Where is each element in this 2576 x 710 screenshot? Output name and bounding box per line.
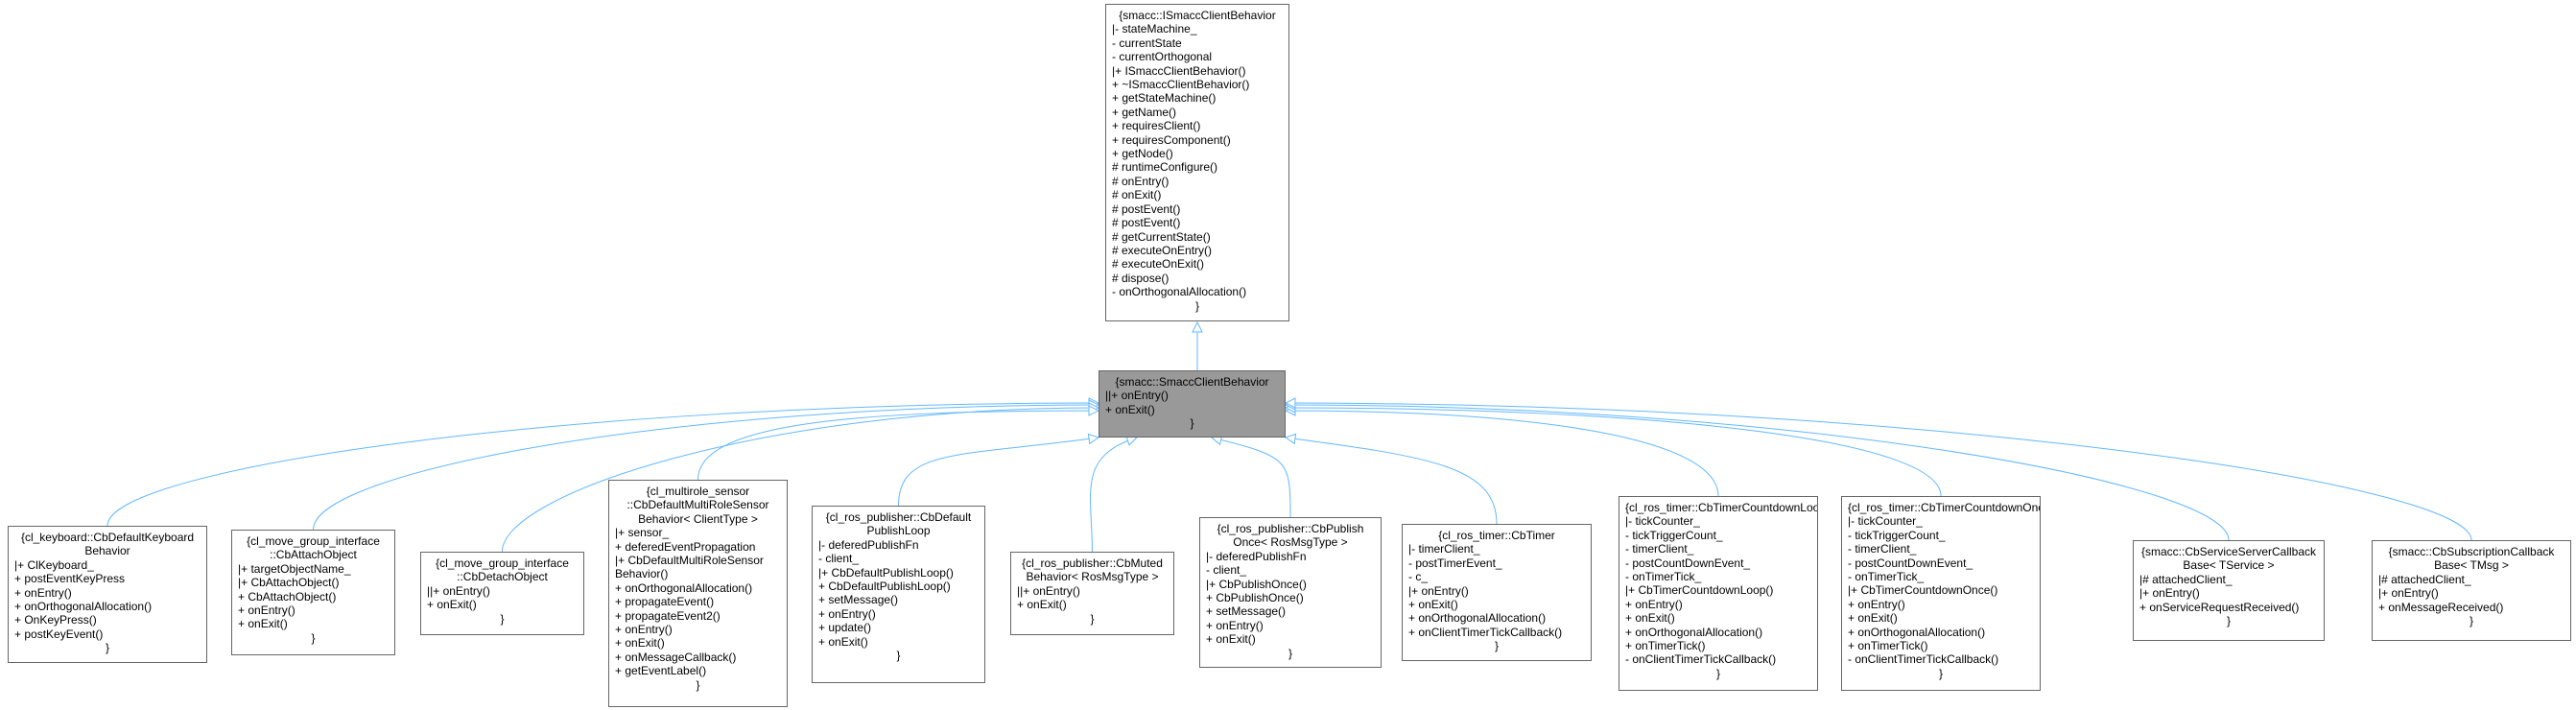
class-close-brace: } (696, 677, 700, 692)
class-name: {smacc::CbServiceServerCallback Base< TS… (2140, 545, 2317, 573)
class-attributes: |# attachedClient_ (2139, 572, 2233, 586)
class-close-brace: } (2226, 614, 2231, 628)
class-close-brace: } (311, 630, 316, 645)
class-attributes: |- timerClient_ - postTimerEvent_ - c_ (1408, 542, 1502, 584)
class-methods: |+ CbDefaultMultiRoleSensor Behavior() +… (615, 554, 764, 678)
derived-class-node: {smacc::CbSubscriptionCallback Base< TMs… (2372, 540, 2571, 641)
class-close-brace: } (1194, 298, 1199, 313)
class-name: {cl_ros_publisher::CbDefault PublishLoop (825, 510, 972, 538)
derived-class-node: {cl_ros_publisher::CbMuted Behavior< Ros… (1010, 552, 1174, 635)
class-name: {cl_move_group_interface ::CbDetachObjec… (436, 556, 569, 584)
inheritance-edge (313, 405, 1099, 531)
class-methods: |+ onEntry() + onExit() + onOrthogonalAl… (1408, 583, 1563, 639)
class-name: {cl_ros_timer::CbTimerCountdownOnce (1848, 501, 2041, 514)
class-methods: ||+ onEntry() + onExit() (1017, 583, 1080, 612)
class-methods: |+ onEntry() + onMessageReceived() (2378, 586, 2504, 614)
class-close-brace: } (105, 641, 109, 655)
class-name: {smacc::SmaccClientBehavior (1115, 375, 1269, 389)
class-name: {smacc::ISmaccClientBehavior (1119, 9, 1276, 22)
class-name: {cl_ros_publisher::CbPublish Once< RosMs… (1217, 522, 1364, 550)
class-name: {cl_move_group_interface ::CbAttachObjec… (247, 534, 380, 562)
derived-class-node: {cl_ros_publisher::CbDefault PublishLoop… (812, 506, 985, 683)
class-close-brace: } (1190, 416, 1194, 431)
class-close-brace: } (1090, 611, 1095, 626)
inheritance-edge (1286, 408, 1942, 497)
derived-class-node: {cl_move_group_interface ::CbAttachObjec… (231, 530, 395, 655)
class-attributes: |+ ClKeyboard_ (14, 557, 94, 572)
class-attributes: |+ sensor_ + deferedEventPropagation (615, 526, 756, 554)
class-close-brace: } (1938, 666, 1943, 680)
class-methods: |+ CbTimerCountdownOnce() + onEntry() + … (1848, 583, 1999, 667)
class-methods: |+ onEntry() + onServiceRequestReceived(… (2139, 586, 2300, 614)
class-methods: |+ CbAttachObject() + CbAttachObject() +… (238, 576, 340, 631)
inheritance-edge (1090, 438, 1137, 553)
class-close-brace: } (896, 649, 901, 663)
class-attributes: |- tickCounter_ - tickTriggerCount_ - ti… (1848, 514, 1973, 584)
derived-class-node: {cl_ros_timer::CbTimer|- timerClient_ - … (1402, 524, 1592, 661)
focus-class-node: {smacc::SmaccClientBehavior||+ onEntry()… (1099, 370, 1286, 438)
class-attributes: |- tickCounter_ - tickTriggerCount_ - ti… (1625, 514, 1751, 584)
class-close-brace: } (2469, 614, 2473, 628)
inheritance-edge (1286, 405, 2230, 541)
class-close-brace: } (1288, 646, 1292, 660)
inheritance-edge (1212, 438, 1291, 518)
class-methods: |+ CbPublishOnce() + CbPublishOnce() + s… (1206, 577, 1307, 647)
class-attributes: |- deferedPublishFn - client_ (1206, 549, 1307, 578)
class-close-brace: } (1715, 666, 1720, 680)
class-attributes: |+ targetObjectName_ (238, 561, 351, 576)
class-close-brace: } (1494, 639, 1499, 653)
class-name: {cl_ros_timer::CbTimerCountdownLoop (1625, 501, 1818, 514)
derived-class-node: {cl_ros_timer::CbTimerCountdownLoop|- ti… (1619, 496, 1818, 691)
class-name: {cl_ros_publisher::CbMuted Behavior< Ros… (1022, 556, 1163, 584)
derived-class-node: {cl_move_group_interface ::CbDetachObjec… (420, 552, 584, 635)
derived-class-node: {cl_ros_publisher::CbPublish Once< RosMs… (1199, 517, 1382, 668)
class-name: {cl_multirole_sensor ::CbDefaultMultiRol… (626, 485, 769, 526)
edge-layer (106, 322, 2472, 553)
inheritance-edge (1286, 403, 2472, 541)
inheritance-edge (697, 411, 1099, 481)
class-close-brace: } (500, 611, 505, 626)
class-attributes: |- stateMachine_ - currentState - curren… (1112, 22, 1213, 64)
derived-class-node: {cl_multirole_sensor ::CbDefaultMultiRol… (608, 480, 788, 707)
inheritance-edge (106, 403, 1099, 527)
class-attributes: |- deferedPublishFn - client_ (818, 537, 919, 566)
class-methods: |+ CbTimerCountdownLoop() + onEntry() + … (1625, 583, 1777, 667)
class-methods: ||+ onEntry() + onExit() (1105, 389, 1169, 416)
class-name: {smacc::CbSubscriptionCallback Base< TMs… (2388, 545, 2555, 573)
derived-class-node: {smacc::CbServiceServerCallback Base< TS… (2133, 540, 2325, 641)
derived-class-node: {cl_ros_timer::CbTimerCountdownOnce|- ti… (1841, 496, 2041, 691)
inheritance-edge (502, 408, 1099, 553)
class-attributes: |# attachedClient_ (2378, 572, 2471, 586)
class-methods: |+ ISmaccClientBehavior() + ~ISmaccClien… (1112, 63, 1250, 299)
inheritance-edge (1286, 438, 1498, 525)
class-methods: + postEventKeyPress + onEntry() + onOrth… (14, 572, 153, 641)
inheritance-edge (898, 438, 1099, 507)
class-name: {cl_ros_timer::CbTimer (1438, 529, 1555, 542)
derived-class-node: {cl_keyboard::CbDefaultKeyboard Behavior… (8, 526, 207, 663)
class-name: {cl_keyboard::CbDefaultKeyboard Behavior (20, 531, 195, 558)
inheritance-edge (1286, 411, 1719, 497)
base-class-node: {smacc::ISmaccClientBehavior|- stateMach… (1105, 4, 1289, 321)
class-methods: ||+ onEntry() + onExit() (427, 583, 490, 612)
class-methods: |+ CbDefaultPublishLoop() + CbDefaultPub… (818, 565, 954, 649)
